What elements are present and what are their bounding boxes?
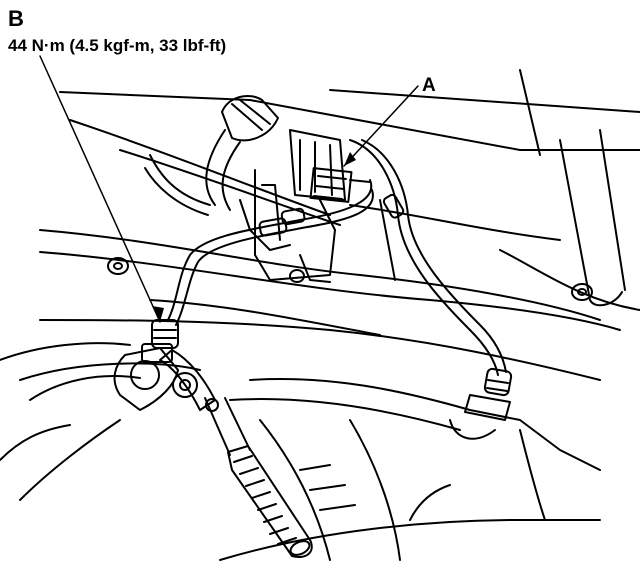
torque-spec: 44 N·m (4.5 kgf-m, 33 lbf-ft) bbox=[8, 36, 227, 55]
underbody-frame bbox=[19, 69, 640, 381]
callout-b: B bbox=[8, 6, 24, 31]
sensor-wires bbox=[167, 139, 507, 376]
front-oxygen-sensor bbox=[141, 319, 179, 363]
leader-line-a bbox=[343, 85, 419, 167]
upper-connector bbox=[144, 95, 279, 216]
socket-wrench bbox=[113, 347, 251, 456]
arrow-head-a bbox=[344, 152, 356, 166]
leader-line-b bbox=[39, 55, 161, 323]
frame-bolts bbox=[107, 257, 593, 301]
wrench-handle bbox=[227, 445, 313, 558]
connector-bracket bbox=[239, 129, 346, 283]
arrow-head-b bbox=[152, 306, 164, 322]
exhaust-pipe bbox=[0, 342, 601, 561]
rear-oxygen-sensor bbox=[449, 367, 513, 440]
callout-a: A bbox=[422, 75, 436, 96]
electrical-connector-a bbox=[309, 167, 371, 203]
leader-lines bbox=[39, 55, 419, 323]
